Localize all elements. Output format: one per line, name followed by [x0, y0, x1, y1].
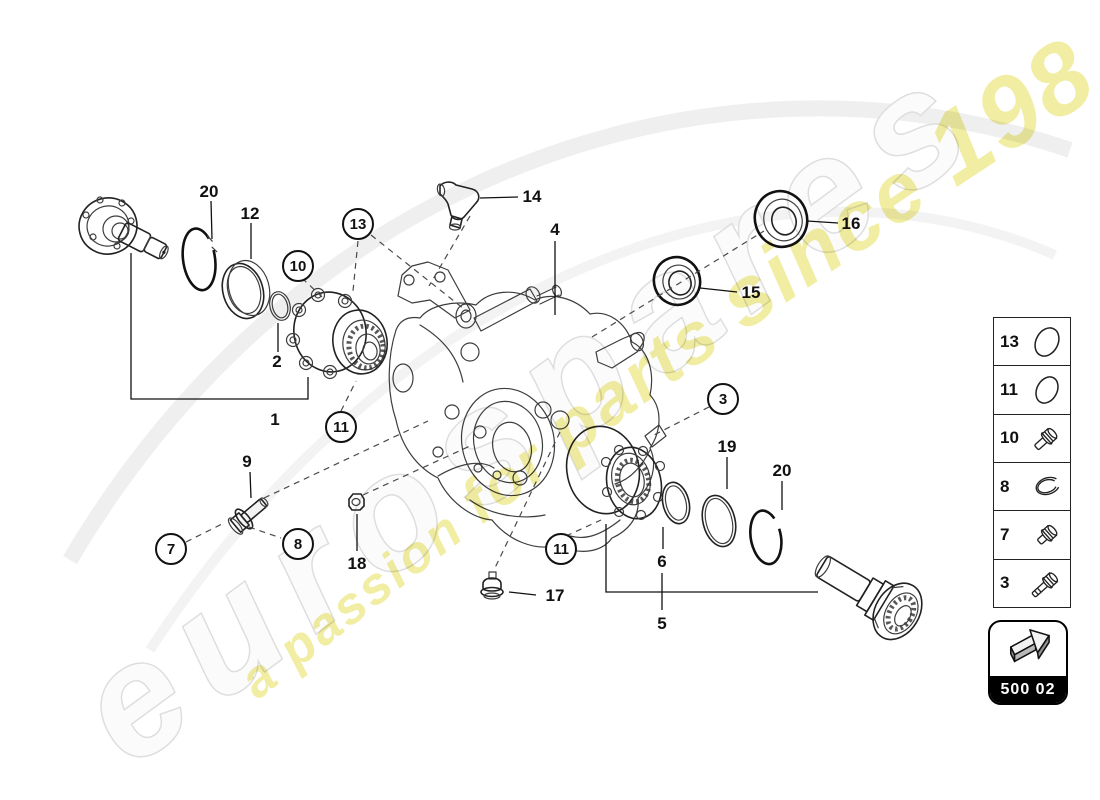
callout-balloon-13[interactable]: 13 — [342, 208, 374, 240]
callout-label-17[interactable]: 17 — [545, 586, 565, 605]
callout-label-6[interactable]: 6 — [657, 552, 667, 571]
legend-row-11[interactable]: 11 — [994, 366, 1070, 415]
callout-label-20[interactable]: 20 — [199, 182, 219, 201]
callout-label-20[interactable]: 20 — [772, 461, 792, 480]
flange-bolt-icon — [1024, 417, 1070, 459]
arrow-up-right-icon — [990, 622, 1066, 676]
diagram-code-badge: 500 02 — [990, 676, 1066, 703]
legend-number: 7 — [1000, 524, 1010, 544]
legend-number: 3 — [1000, 573, 1010, 593]
callout-label-9[interactable]: 9 — [242, 452, 252, 471]
callout-label-1[interactable]: 1 — [270, 410, 280, 429]
callout-balloon-8[interactable]: 8 — [282, 528, 314, 560]
legend-number: 11 — [1000, 379, 1018, 399]
diagram-code: 500 02 — [1000, 680, 1056, 698]
legend-row-3[interactable]: 3 — [994, 559, 1070, 607]
legend-number: 13 — [1000, 331, 1019, 351]
fastener-legend-table: 13 11 10 8 7 3 — [993, 317, 1071, 608]
legend-number: 10 — [1000, 428, 1019, 448]
legend-row-7[interactable]: 7 — [994, 511, 1070, 560]
o-ring-large-icon — [1024, 321, 1070, 363]
callout-label-19[interactable]: 19 — [717, 437, 737, 456]
callout-label-12[interactable]: 12 — [240, 204, 260, 223]
callout-label-14[interactable]: 14 — [522, 187, 542, 206]
legend-row-8[interactable]: 8 — [994, 462, 1070, 512]
diagram-nav-box[interactable]: 500 02 — [988, 620, 1068, 705]
legend-row-13[interactable]: 13 — [994, 318, 1070, 367]
callout-balloon-3[interactable]: 3 — [707, 383, 739, 415]
callout-balloon-11[interactable]: 11 — [325, 411, 357, 443]
callout-label-18[interactable]: 18 — [347, 554, 367, 573]
legend-number: 8 — [1000, 476, 1010, 496]
o-ring-icon — [1024, 369, 1070, 411]
callout-label-15[interactable]: 15 — [741, 283, 761, 302]
callout-label-16[interactable]: 16 — [841, 214, 861, 233]
legend-row-10[interactable]: 10 — [994, 414, 1070, 463]
hex-bolt-long-icon — [1024, 562, 1070, 604]
flange-bolt-short-icon — [1024, 514, 1070, 556]
callout-balloon-11[interactable]: 11 — [545, 533, 577, 565]
snap-ring-icon — [1024, 466, 1070, 508]
callout-label-4[interactable]: 4 — [550, 220, 560, 239]
callout-label-2[interactable]: 2 — [272, 352, 282, 371]
callout-label-5[interactable]: 5 — [657, 614, 667, 633]
callout-balloon-10[interactable]: 10 — [282, 250, 314, 282]
callout-balloon-7[interactable]: 7 — [155, 533, 187, 565]
